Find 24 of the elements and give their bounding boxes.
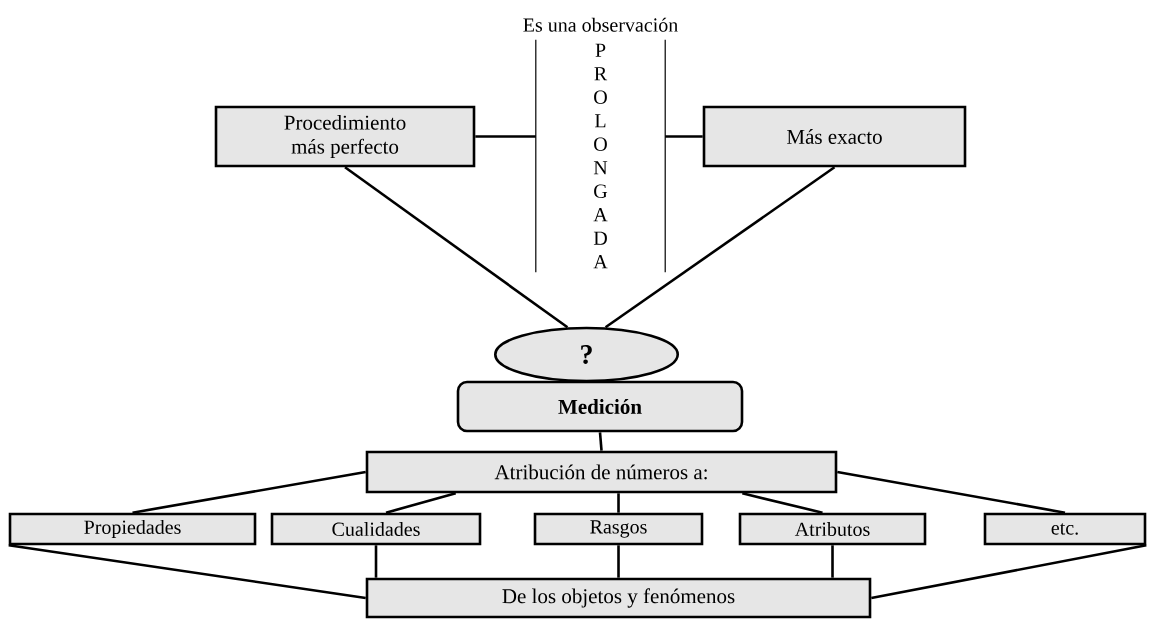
connector-line xyxy=(8,544,366,600)
process-box: Procedimiento más perfecto xyxy=(214,105,476,168)
connector-line xyxy=(617,545,620,578)
category-box: Cualidades xyxy=(270,512,482,546)
connector-line xyxy=(665,135,703,138)
connector-line xyxy=(344,166,569,329)
connector-line xyxy=(837,470,1066,514)
connector-line xyxy=(598,432,603,451)
connector-line xyxy=(871,544,1147,600)
category-box: Rasgos xyxy=(533,512,704,546)
vertical-band: Es una observación PROLONGADA xyxy=(523,17,678,273)
connector-line xyxy=(617,493,620,513)
connector-line xyxy=(475,135,536,138)
category-box: etc. xyxy=(983,512,1147,546)
connector-line xyxy=(604,166,836,329)
category-box: Atributos xyxy=(738,512,927,546)
connector-line xyxy=(374,545,378,578)
category-box: Propiedades xyxy=(8,512,257,546)
process-box: Atribución de números a: xyxy=(365,450,838,494)
connector-line xyxy=(132,470,366,514)
connector-line xyxy=(831,545,834,578)
rounded-box: Medición xyxy=(456,380,744,433)
process-box: De los objetos y fenómenos xyxy=(365,577,872,619)
process-box: Más exacto xyxy=(702,105,967,168)
